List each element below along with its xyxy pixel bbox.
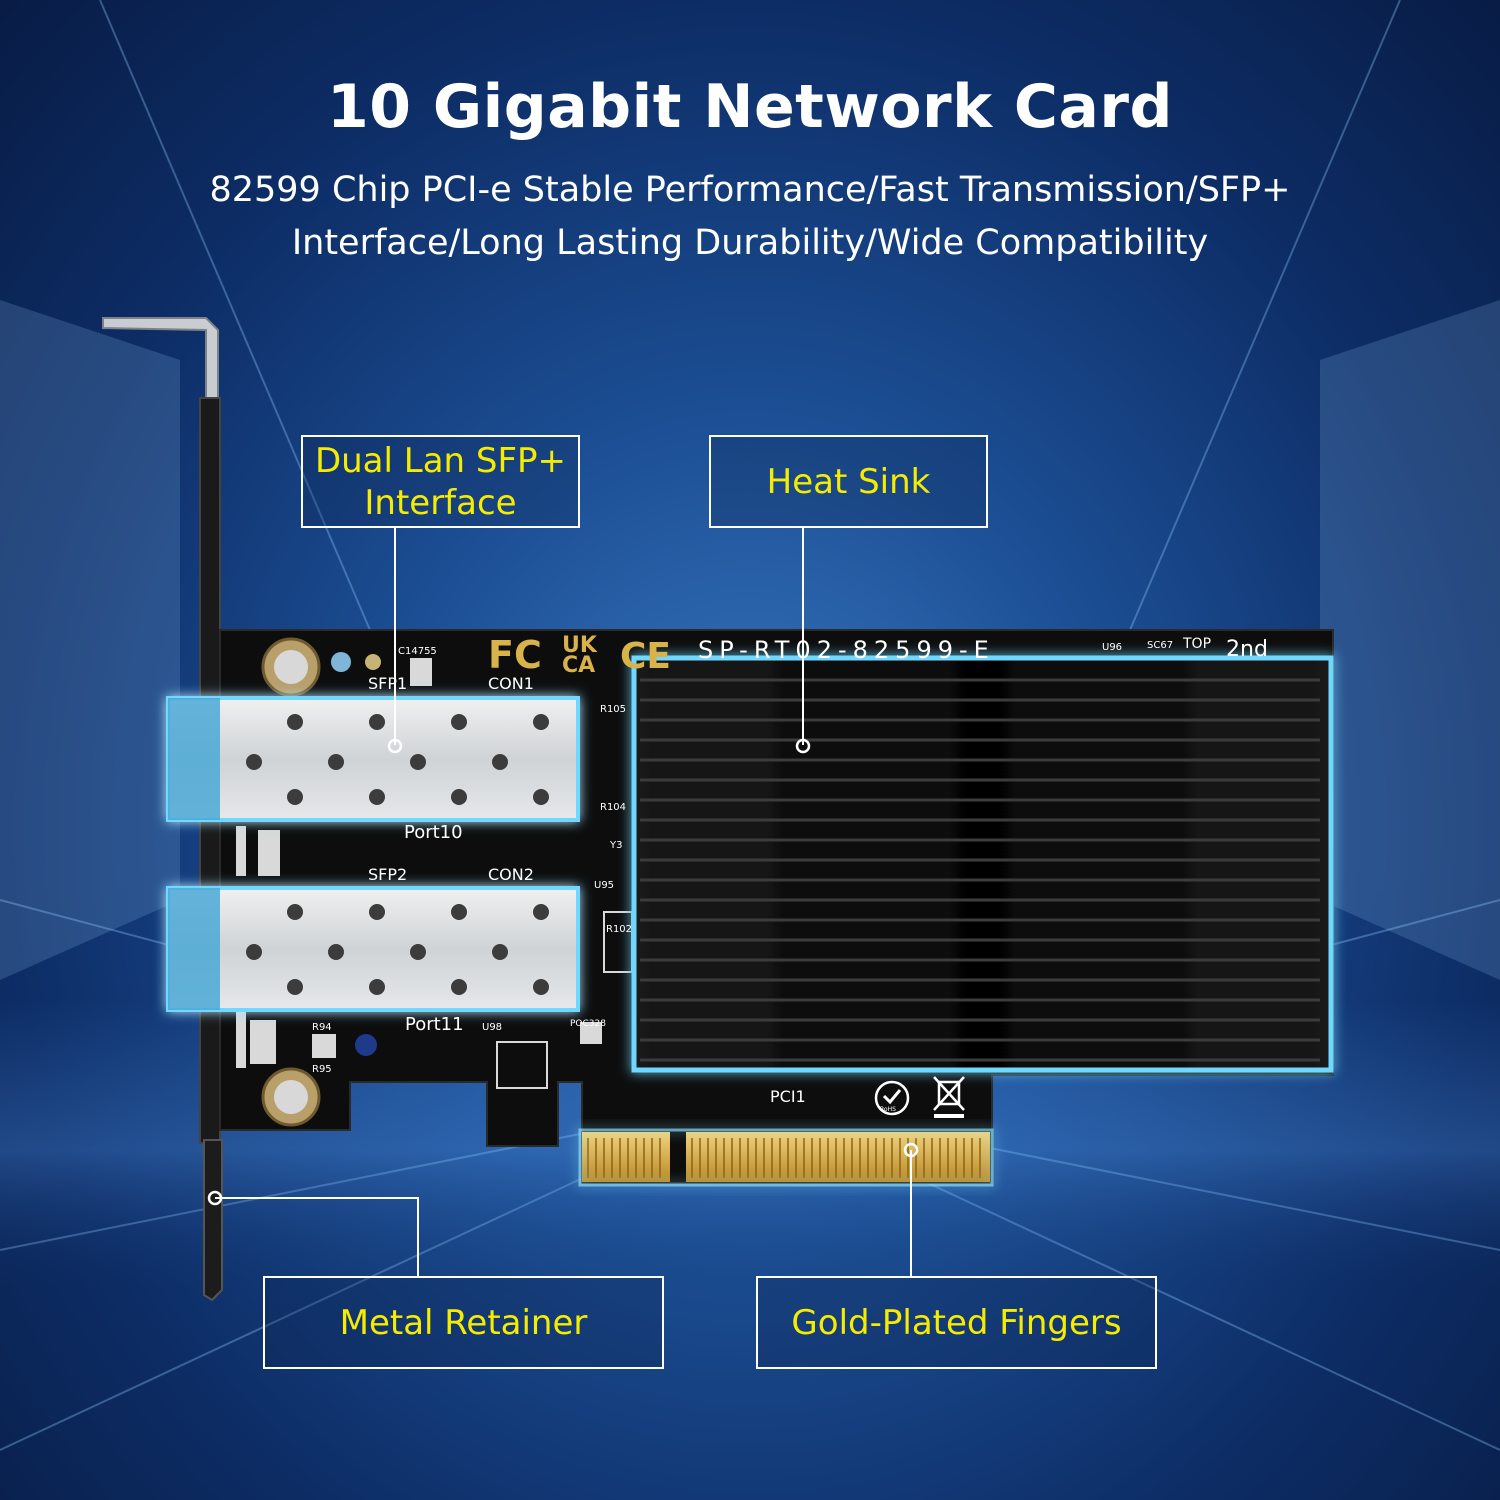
subtitle-line-1: 82599 Chip PCI-e Stable Performance/Fast… [209,170,1291,210]
label-poc328: POC328 [570,1019,606,1029]
callout-metal-retainer: Metal Retainer [263,1276,664,1369]
label-pci1: PCI1 [770,1087,806,1106]
label-con2: CON2 [488,865,534,884]
callout-sfp-line-1: Dual Lan SFP+ [314,440,567,481]
label-fc: FC [488,633,542,677]
sfp-cage-port11 [166,886,580,1012]
callout-sfp-line-2: Interface [364,482,517,523]
label-c14755: C14755 [398,646,437,657]
label-u95: U95 [594,880,614,891]
label-r104: R104 [600,802,626,813]
label-r95: R95 [312,1064,332,1075]
label-r102: R102 [606,924,632,935]
label-rohs: RoHS [880,1106,896,1113]
label-port10: Port10 [404,822,463,843]
callout-gold-fingers: Gold-Plated Fingers [756,1276,1157,1369]
label-model: SP-RT02-82599-E [698,636,995,664]
label-top: TOP [1182,636,1211,652]
label-u96: U96 [1102,642,1122,653]
callout-sfp-interface: Dual Lan SFP+ Interface [301,435,580,528]
label-r94: R94 [312,1022,332,1033]
label-sc67: SC67 [1147,640,1173,651]
label-r105: R105 [600,704,626,715]
label-u98: U98 [482,1022,502,1033]
label-sfp2: SFP2 [368,865,407,884]
label-ca: CA [562,653,595,678]
label-con1: CON1 [488,674,534,693]
label-port11: Port11 [405,1014,464,1035]
label-uk: UK [562,633,598,658]
label-ce: CE [620,636,671,677]
heat-sink [631,655,1334,1073]
page-title: 10 Gigabit Network Card [327,72,1173,142]
label-sfp1: SFP1 [368,674,407,693]
sfp-cage-port10 [166,696,580,822]
label-y3: Y3 [609,840,622,851]
rohs-icon: RoHS [874,1080,910,1116]
label-2nd: 2nd [1226,637,1268,662]
weee-bin-icon [933,1076,965,1118]
subtitle-line-2: Interface/Long Lasting Durability/Wide C… [291,223,1209,263]
page-subtitle: 82599 Chip PCI-e Stable Performance/Fast… [150,164,1350,270]
callout-heat-sink: Heat Sink [709,435,988,528]
